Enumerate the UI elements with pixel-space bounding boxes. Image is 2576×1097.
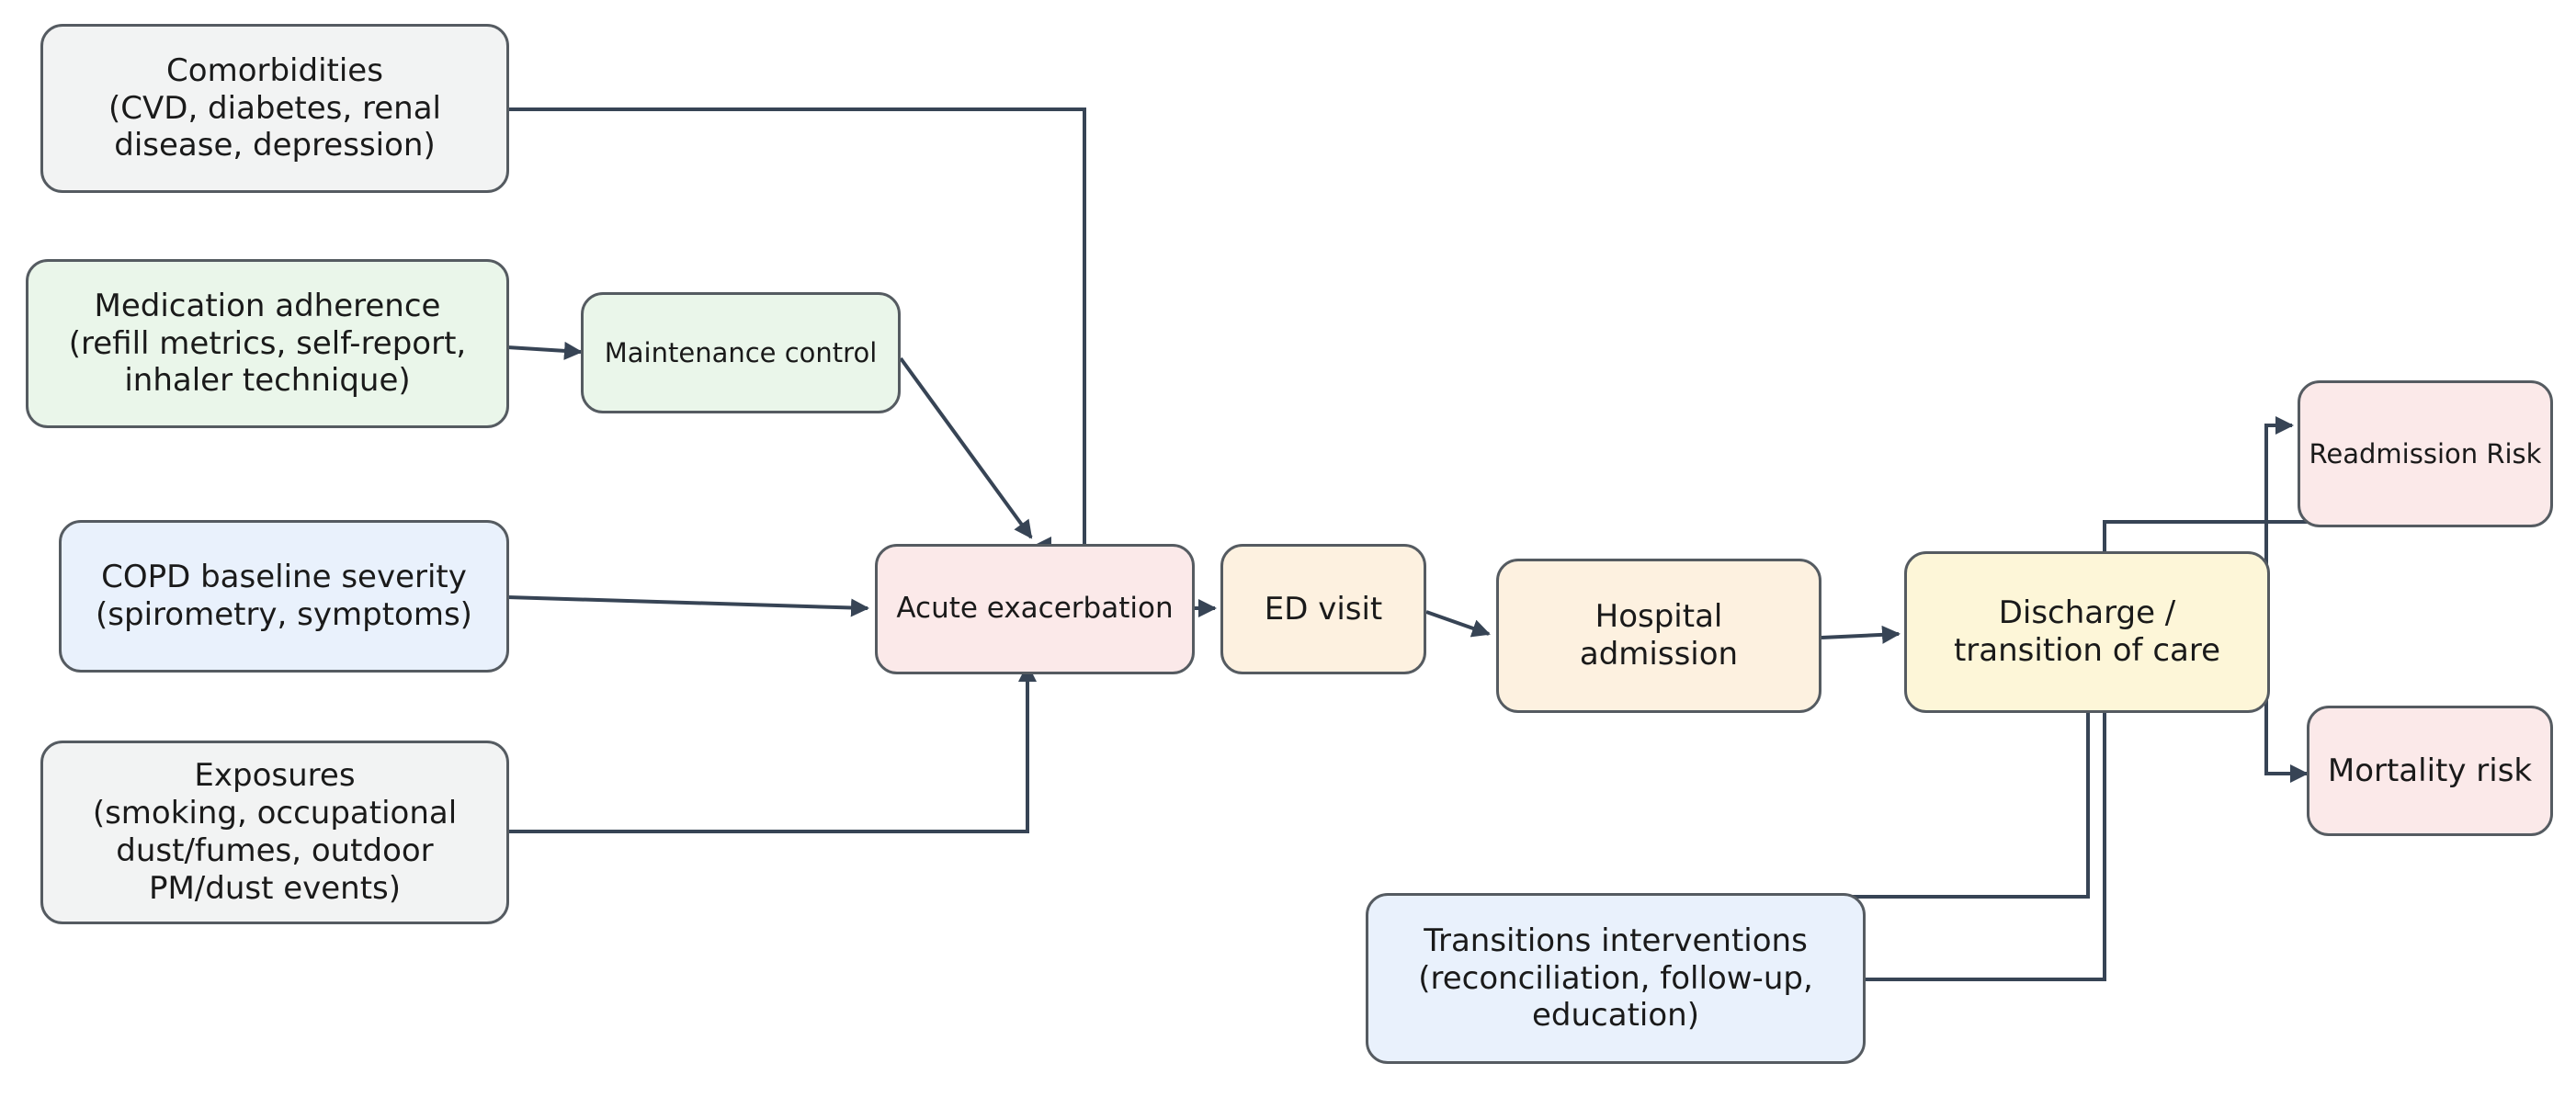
node-line: Hospital: [1594, 598, 1723, 636]
node-hospital-admission: Hospital admission: [1496, 559, 1821, 713]
node-readmission-risk: Readmission Risk: [2298, 380, 2553, 527]
node-copd-baseline-severity: COPD baseline severity (spirometry, symp…: [59, 520, 509, 673]
edge-interventions-to-readmission: [1866, 520, 2426, 981]
edge-copd-baseline-to-exacerbation: [506, 595, 869, 617]
node-line: Discharge /: [1998, 594, 2176, 632]
node-line: (CVD, diabetes, renal: [108, 89, 441, 127]
node-line: PM/dust events): [148, 869, 402, 907]
node-comorbidities: Comorbidities (CVD, diabetes, renal dise…: [40, 24, 509, 193]
node-line: (reconciliation, follow-up,: [1418, 959, 1813, 997]
edge-exposures-to-exacerbation: [507, 663, 1037, 833]
node-line: COPD baseline severity: [101, 559, 467, 596]
node-line: dust/fumes, outdoor: [116, 832, 434, 869]
node-line: disease, depression): [114, 127, 436, 164]
node-acute-exacerbation: Acute exacerbation: [875, 544, 1195, 674]
node-ed-visit: ED visit: [1220, 544, 1426, 674]
node-line: (smoking, occupational: [92, 795, 458, 832]
node-copd-baseline-text: COPD baseline severity (spirometry, symp…: [96, 559, 472, 634]
edge-discharge-to-mortality: [2264, 634, 2309, 783]
node-discharge: Discharge / transition of care: [1904, 551, 2270, 713]
node-line: transition of care: [1953, 632, 2221, 669]
node-transitions-interventions-text: Transitions interventions (reconciliatio…: [1418, 922, 1813, 1035]
node-line: admission: [1579, 636, 1739, 673]
edge-interventions-to-discharge: [1614, 713, 2090, 899]
node-line: Mortality risk: [2327, 752, 2533, 789]
node-medication-adherence: Medication adherence (refill metrics, se…: [26, 259, 509, 428]
node-line: ED visit: [1264, 590, 1383, 628]
node-line: (refill metrics, self-report,: [68, 324, 467, 362]
edge-discharge-to-readmission: [2264, 416, 2294, 634]
node-line: Medication adherence: [94, 287, 441, 324]
edge-maintenance-to-exacerbation: [899, 356, 1033, 539]
node-line: education): [1532, 997, 1699, 1035]
edge-ed-to-admission: [1425, 610, 1491, 638]
node-maintenance-control: Maintenance control: [581, 292, 901, 413]
node-hospital-admission-text: Hospital admission: [1580, 598, 1738, 673]
node-line: Transitions interventions: [1424, 922, 1808, 959]
node-line: Maintenance control: [604, 336, 878, 368]
node-exposures: Exposures (smoking, occupational dust/fu…: [40, 741, 509, 924]
node-medication-adherence-text: Medication adherence (refill metrics, se…: [69, 288, 466, 400]
node-line: Readmission Risk: [2309, 437, 2542, 469]
edge-admission-to-discharge: [1821, 625, 1901, 644]
node-line: inhaler technique): [124, 362, 411, 400]
node-line: Comorbidities: [166, 51, 383, 89]
node-line: Acute exacerbation: [896, 592, 1174, 626]
edge-adherence-to-maintenance: [506, 341, 583, 360]
node-exposures-text: Exposures (smoking, occupational dust/fu…: [93, 757, 457, 907]
node-line: Exposures: [194, 757, 356, 795]
node-discharge-text: Discharge / transition of care: [1954, 594, 2220, 670]
node-comorbidities-text: Comorbidities (CVD, diabetes, renal dise…: [108, 52, 441, 164]
node-mortality-risk: Mortality risk: [2307, 706, 2553, 836]
node-transitions-interventions: Transitions interventions (reconciliatio…: [1366, 893, 1866, 1064]
node-line: (spirometry, symptoms): [96, 596, 472, 633]
